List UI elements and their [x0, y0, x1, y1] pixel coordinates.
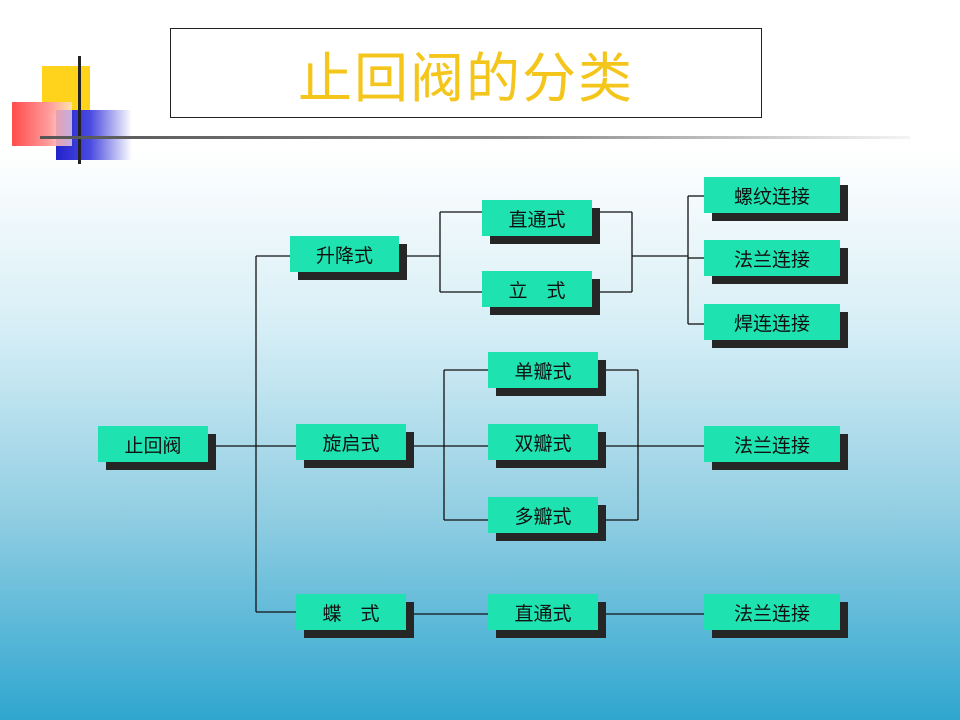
node-vertical: 立 式	[482, 271, 592, 307]
node-lift-type: 升降式	[290, 236, 399, 272]
node-flanged-connection-2: 法兰连接	[704, 426, 840, 462]
node-straight-through-1: 直通式	[482, 200, 592, 236]
node-flanged-connection-1: 法兰连接	[704, 240, 840, 276]
page-title: 止回阀的分类	[298, 46, 634, 110]
node-double-disc: 双瓣式	[488, 424, 598, 460]
decor-vertical-line	[78, 56, 81, 164]
node-threaded-connection: 螺纹连接	[704, 177, 840, 213]
node-straight-through-2: 直通式	[488, 594, 598, 630]
node-multi-disc: 多瓣式	[488, 497, 598, 533]
node-check-valve-root: 止回阀	[98, 426, 208, 462]
title-box: 止回阀的分类	[170, 28, 762, 118]
title-underline	[40, 136, 910, 139]
node-flanged-connection-3: 法兰连接	[704, 594, 840, 630]
node-welded-connection: 焊连连接	[704, 304, 840, 340]
node-swing-type: 旋启式	[296, 424, 406, 460]
node-single-disc: 单瓣式	[488, 352, 598, 388]
node-butterfly-type: 蝶 式	[296, 594, 406, 630]
